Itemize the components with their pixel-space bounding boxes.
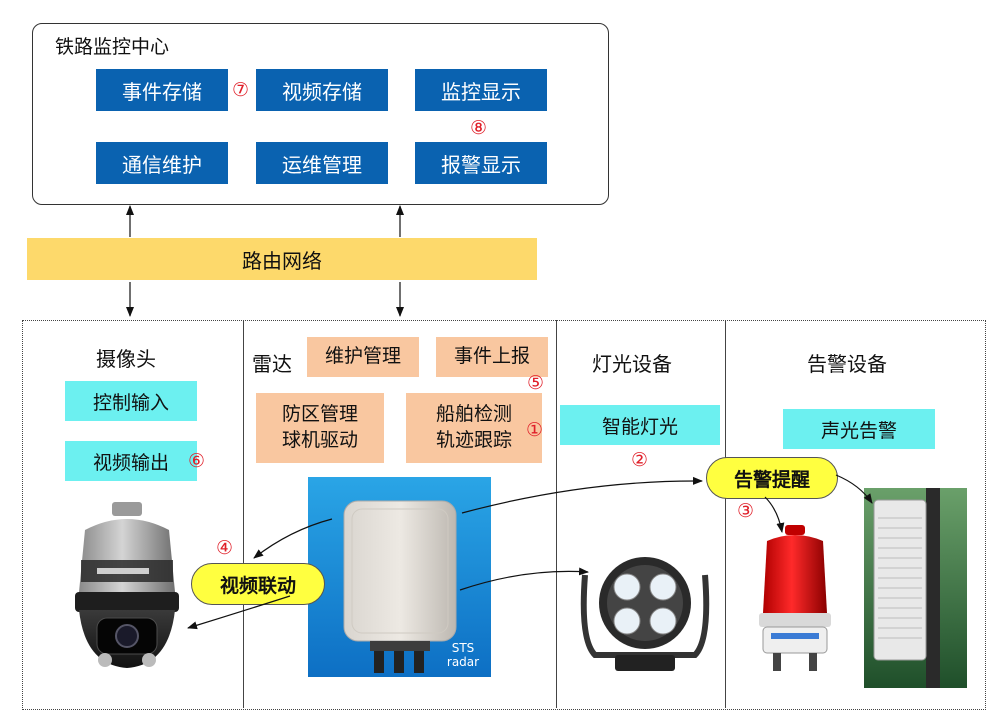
camera-title: 摄像头: [96, 347, 156, 371]
light-title: 灯光设备: [592, 352, 672, 376]
smart-light-box: 智能灯光: [560, 405, 720, 445]
alarm-reminder-pill: 告警提醒: [706, 457, 838, 499]
video-storage-box: 视频存储: [256, 69, 388, 111]
video-output-box: 视频输出: [65, 441, 197, 481]
devices-region: [22, 320, 986, 710]
divider-radar-light: [556, 320, 557, 708]
radar-maintain-box: 维护管理: [307, 337, 419, 377]
marker-7: ⑦: [232, 79, 250, 101]
smart-light-image: [580, 557, 710, 671]
zone-camera-box: 防区管理 球机驱动: [256, 393, 384, 463]
sts-radar-image: [308, 477, 491, 677]
marker-4: ④: [216, 537, 234, 559]
marker-1: ①: [526, 419, 544, 441]
comm-maintenance-box: 通信维护: [96, 142, 228, 184]
event-report-box: 事件上报: [436, 337, 548, 377]
alarm-title: 告警设备: [807, 352, 887, 376]
marker-8: ⑧: [470, 117, 488, 139]
control-input-box: 控制输入: [65, 381, 197, 421]
zone-management-text: 防区管理: [281, 403, 358, 426]
track-following-text: 轨迹跟踪: [435, 429, 512, 451]
ops-management-box: 运维管理: [256, 142, 388, 184]
radar-caption-sts: STS: [451, 641, 475, 655]
ptz-camera-image: [75, 502, 179, 668]
center-title: 铁路监控中心: [55, 36, 170, 58]
divider-camera-radar: [243, 320, 244, 708]
routing-network-bar: 路由网络: [27, 238, 537, 280]
radar-title: 雷达: [252, 352, 292, 376]
alarm-display-box: 报警显示: [415, 142, 547, 184]
ship-detection-text: 船舶检测: [435, 403, 512, 426]
marker-2: ②: [631, 449, 649, 471]
sound-light-alarm-box: 声光告警: [783, 409, 935, 449]
marker-5: ⑤: [527, 372, 545, 394]
ship-detect-box: 船舶检测 轨迹跟踪: [406, 393, 542, 463]
monitor-display-box: 监控显示: [415, 69, 547, 111]
event-storage-box: 事件存储: [96, 69, 228, 111]
marker-3: ③: [737, 500, 755, 522]
marker-6: ⑥: [188, 450, 206, 472]
radar-caption: STS radar: [440, 641, 486, 670]
divider-light-alarm: [725, 320, 726, 708]
speaker-image: [864, 488, 967, 688]
ptz-drive-text: 球机驱动: [281, 429, 358, 451]
alarm-beacon-image: [759, 525, 831, 671]
video-linkage-pill: 视频联动: [191, 563, 325, 605]
radar-caption-radar: radar: [446, 655, 480, 670]
